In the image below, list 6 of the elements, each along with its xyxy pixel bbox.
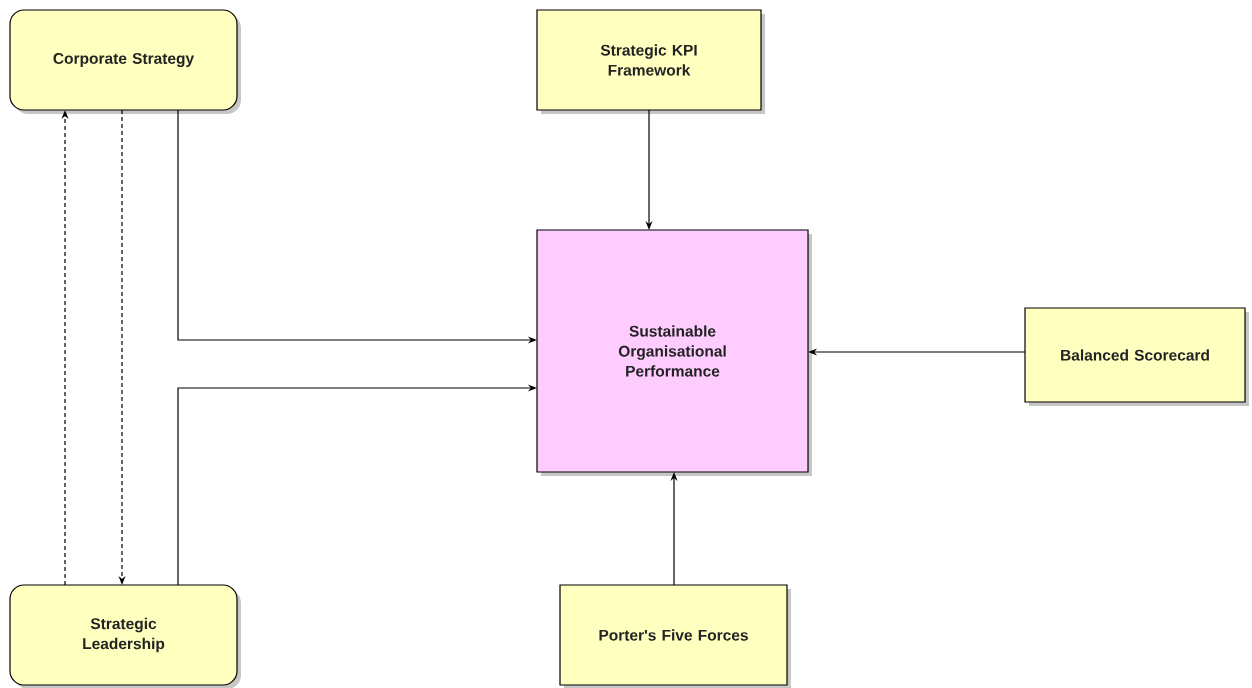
process-box: Strategic KPI Framework bbox=[536, 9, 765, 114]
process-box: Porter's Five Forces bbox=[559, 584, 791, 688]
rounded-box: Corporate Strategy bbox=[9, 9, 241, 114]
process-box: Balanced Scorecard bbox=[1024, 307, 1249, 406]
rounded-box: Strategic Leadership bbox=[9, 584, 241, 688]
process-box: Sustainable Organisational Performance bbox=[536, 229, 812, 476]
